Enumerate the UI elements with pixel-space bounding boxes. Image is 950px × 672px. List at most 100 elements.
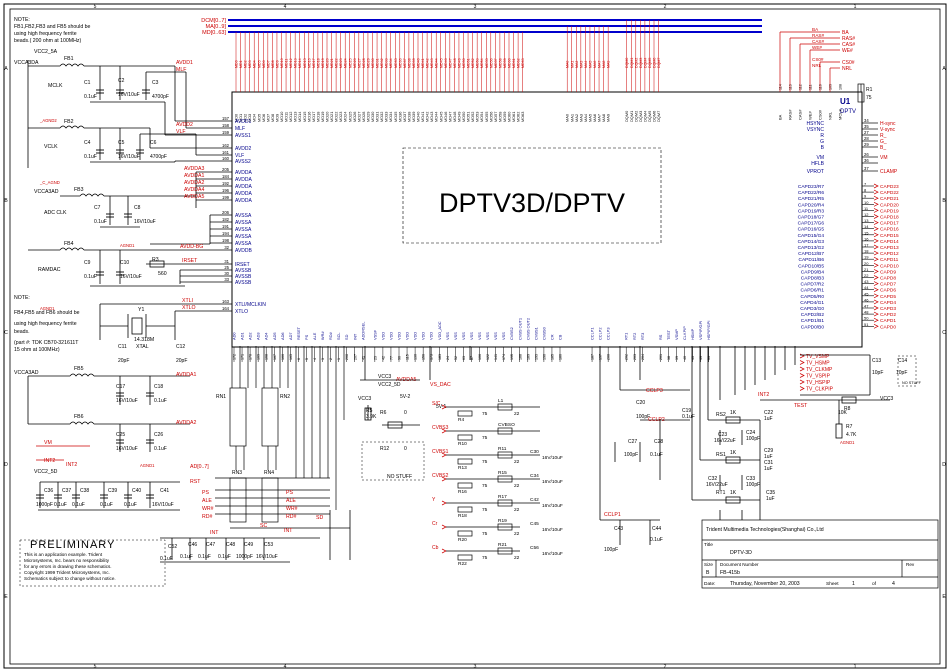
bottom-pin-name: VSS	[461, 332, 466, 340]
video-series-resistor	[497, 427, 513, 435]
left-net-label: AVDD-BG	[180, 244, 203, 250]
r6-ref: R6	[380, 410, 387, 416]
top-pin-net: DQM6	[653, 58, 657, 68]
bottom-cap-value: 0.1uF	[124, 502, 137, 508]
c43-value: 100pF	[604, 547, 618, 553]
top-ctl-pin-name: CS0#	[818, 109, 823, 120]
video-termination-resistor	[457, 530, 473, 537]
bottom-pin-name: VSS	[469, 332, 474, 340]
border-row-mark-left: A	[4, 66, 8, 72]
video-series-ref: R21	[498, 542, 507, 548]
fb4-label: FB4	[64, 241, 74, 247]
video-series-value: 22	[514, 555, 520, 561]
video-series-value: 22	[514, 507, 520, 513]
preliminary-line-4: Copyright 1999 Trident Microsystems, Inc…	[24, 570, 110, 575]
video-term-ref: R10	[458, 441, 467, 447]
left-pin-num: 158	[222, 123, 230, 128]
tv-net-label: TV_HSPIP	[806, 380, 831, 386]
bottom-pin-num: 23	[373, 356, 377, 360]
bottom-pin-name: CVBS2	[509, 327, 514, 340]
top-pin-name: DQM6	[652, 111, 657, 122]
rn4-label: RN4	[264, 470, 274, 476]
top-pin-name: MD15	[302, 112, 307, 122]
ram-net-label-inner: WE#	[812, 45, 822, 50]
ram-net-label-inner: BA	[812, 27, 819, 32]
vm-net-left: VM	[44, 440, 52, 446]
top-pin-name: MD54	[479, 111, 484, 122]
tv-net-label: TV_CLKPIP	[806, 387, 834, 393]
top-pin-net: MD62	[517, 58, 521, 68]
rt-label: 100pF	[746, 482, 760, 488]
avdda2-net: AVDDA2	[176, 420, 196, 426]
bottom-pin-name: WR#	[320, 331, 325, 340]
ram-net-label-inner: CAS#	[812, 39, 824, 44]
border-row-mark-right: E	[942, 594, 946, 600]
top-pin-name: MD45	[438, 112, 443, 122]
cap-pin-num: 17	[864, 243, 869, 248]
bottom-pin-name: CLKPIP	[682, 326, 687, 340]
ale-net: ALE	[202, 498, 212, 504]
cap-net-label: CAPD16	[880, 227, 899, 233]
top-pin-name: MD0	[234, 113, 239, 122]
top-pin-net: DQM3	[639, 58, 643, 68]
vcca3ad-label: VCCA3AD	[34, 189, 59, 195]
bottom-pin-name: CCLP3	[606, 327, 611, 340]
left-pin-name: MLF	[235, 126, 245, 132]
cap-pin-arrow	[873, 281, 879, 286]
right-net-label: G_	[880, 139, 887, 145]
rt-label: RS2	[716, 412, 726, 418]
bottom-pin-name: CVBS1	[533, 327, 538, 340]
top-pin-net: DQM7	[657, 58, 661, 68]
cap-net-label: CAPD20	[880, 202, 899, 208]
bottom-pin-num: 39	[675, 356, 679, 360]
cap-net-label: CAPD23	[880, 184, 899, 190]
video-cap-ref: C42	[530, 497, 539, 503]
top-pin-name: MA0	[565, 113, 570, 122]
part-note-line-1: (part #: TDK CB70-321611T	[14, 340, 79, 346]
top-pin-net: MD61	[512, 58, 516, 68]
border-col-mark-top: 1	[854, 4, 857, 10]
bottom-pin-num: 167	[273, 354, 277, 360]
top-pin-net: MD7	[266, 60, 270, 68]
bottom-cap2-value: 0.1uF	[180, 554, 193, 560]
bottom-pin-name: VSMP	[674, 329, 679, 340]
top-pin-name: MD11	[284, 112, 289, 122]
bottom-pin-num: 52	[454, 356, 458, 360]
c20-value: 100pF	[636, 414, 650, 420]
right-pin-group: HSYNC34H-syncVSYNC35V-syncR27R_G28G_B29B…	[806, 118, 897, 175]
left-cap-value: 16V/10uF	[116, 446, 138, 452]
cap-pin-num: 47	[864, 304, 869, 309]
ram-net-label-inner: NRL	[812, 63, 822, 68]
cap-pin-name: CAPD7/R2	[801, 282, 825, 288]
top-pin-net: MD6	[262, 60, 266, 68]
cap-pin-num: 43	[864, 279, 869, 284]
cap-net-label: CAPD22	[880, 190, 899, 196]
right-pin-num: 37	[864, 166, 869, 171]
left-cap-ref: C5	[118, 140, 125, 146]
top-pin-name: MD61	[511, 112, 516, 122]
cap-pin-num: 14	[864, 224, 869, 229]
top-pin-name: MD16	[306, 112, 311, 122]
bottom-pin-num: 115	[406, 354, 410, 360]
left-net-label: AVDDA3	[184, 166, 204, 172]
bottom-pin-name: RESET	[296, 326, 301, 340]
bottom-pin-name: VDD	[413, 332, 418, 340]
bottom-pin-name: INT	[352, 333, 357, 340]
border-row-mark-right: D	[942, 462, 946, 468]
left-pin-num: 30	[224, 271, 229, 276]
rt-label: 1K	[730, 450, 737, 456]
top-pin-net: MD38	[407, 58, 411, 68]
fb1-label: FB1	[64, 56, 74, 62]
top-pin-name: MD4	[252, 113, 257, 122]
left-net-label: XTLO	[182, 305, 196, 311]
right-pin-name: VSYNC	[807, 127, 825, 133]
vcc3-right: VCC3	[880, 396, 894, 402]
left-pin-num: 162	[222, 143, 230, 148]
video-term-ref: R18	[458, 513, 467, 519]
cap-net-label: CAPD0	[880, 324, 896, 330]
cap-net-label: CAPD15	[880, 233, 899, 239]
video-term-ref: R13	[458, 465, 467, 471]
top-pin-net: MA3	[579, 61, 583, 68]
avdda1-net: AVDDA1	[176, 372, 196, 378]
top-pin-net: MD21	[330, 58, 334, 68]
